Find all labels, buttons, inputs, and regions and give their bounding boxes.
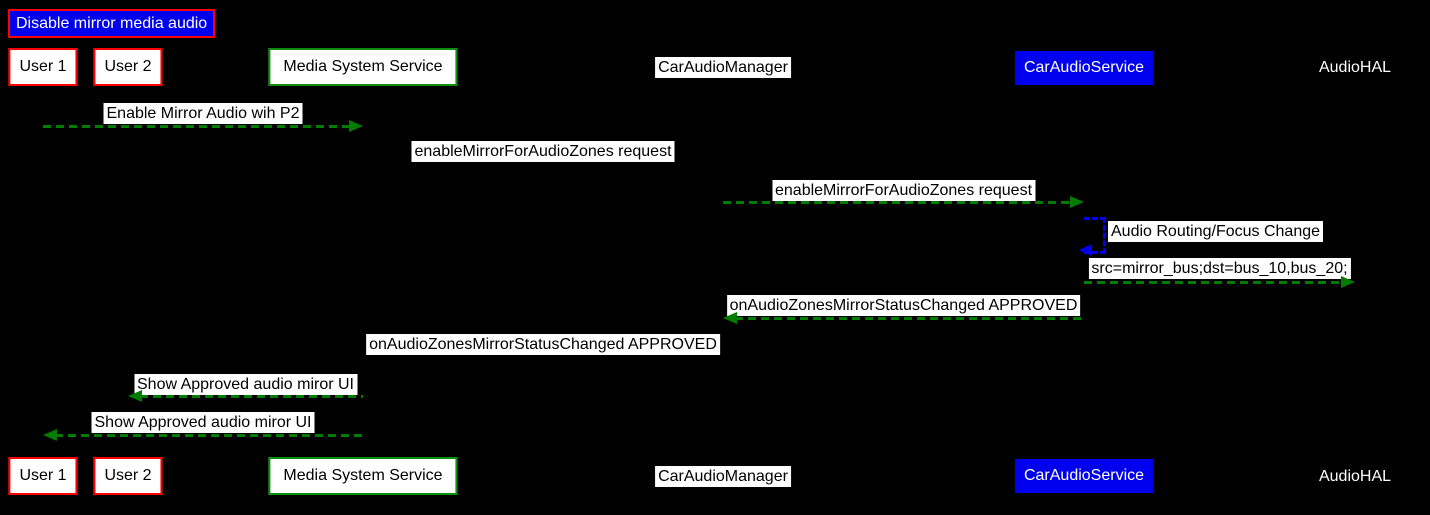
diagram-title: Disable mirror media audio	[8, 9, 216, 38]
message-label: enableMirrorForAudioZones request	[771, 180, 1036, 201]
self-loop-arrow	[1084, 217, 1106, 254]
message-arrow-line	[43, 125, 351, 128]
message-arrowhead-icon	[128, 390, 142, 402]
message-label: enableMirrorForAudioZones request	[411, 141, 675, 162]
message-label: Enable Mirror Audio wih P2	[103, 103, 303, 124]
message-arrow	[128, 390, 363, 402]
participant-hal-bottom: AudioHAL	[1318, 468, 1392, 485]
participant-mss-top: Media System Service	[268, 48, 458, 86]
message-label: src=mirror_bus;dst=bus_10,bus_20;	[1088, 258, 1351, 279]
message-arrow-line	[140, 395, 363, 398]
message-arrowhead-icon	[43, 429, 57, 441]
message-arrowhead-icon	[349, 120, 363, 132]
participant-cas-top: CarAudioService	[1014, 51, 1154, 85]
message-arrow	[723, 196, 1084, 208]
message-arrow	[1084, 276, 1355, 288]
participant-cas-bottom: CarAudioService	[1014, 459, 1154, 493]
message-arrow	[43, 429, 363, 441]
message-arrow-line	[735, 317, 1084, 320]
message-arrow-line	[723, 201, 1072, 204]
participant-cam-bottom: CarAudioManager	[655, 466, 791, 487]
participant-cam-top: CarAudioManager	[655, 57, 791, 78]
participant-hal-top: AudioHAL	[1318, 59, 1392, 76]
participant-user1-top: User 1	[8, 48, 78, 86]
self-loop-arrowhead-icon	[1079, 244, 1092, 256]
message-label: onAudioZonesMirrorStatusChanged APPROVED	[726, 295, 1081, 316]
message-label: onAudioZonesMirrorStatusChanged APPROVED	[366, 334, 720, 355]
participant-user2-bottom: User 2	[93, 457, 163, 495]
participant-user1-bottom: User 1	[8, 457, 78, 495]
message-arrow-line	[55, 434, 363, 437]
participant-mss-bottom: Media System Service	[268, 457, 458, 495]
message-label: Show Approved audio miror UI	[134, 374, 357, 395]
message-arrow	[43, 120, 363, 132]
message-arrowhead-icon	[1341, 276, 1355, 288]
self-loop-label: Audio Routing/Focus Change	[1108, 221, 1324, 242]
participant-user2-top: User 2	[93, 48, 163, 86]
message-label: Show Approved audio miror UI	[91, 412, 315, 433]
message-arrowhead-icon	[1070, 196, 1084, 208]
message-arrowhead-icon	[723, 312, 737, 324]
message-arrow	[723, 312, 1084, 324]
message-arrow-line	[1084, 281, 1343, 284]
